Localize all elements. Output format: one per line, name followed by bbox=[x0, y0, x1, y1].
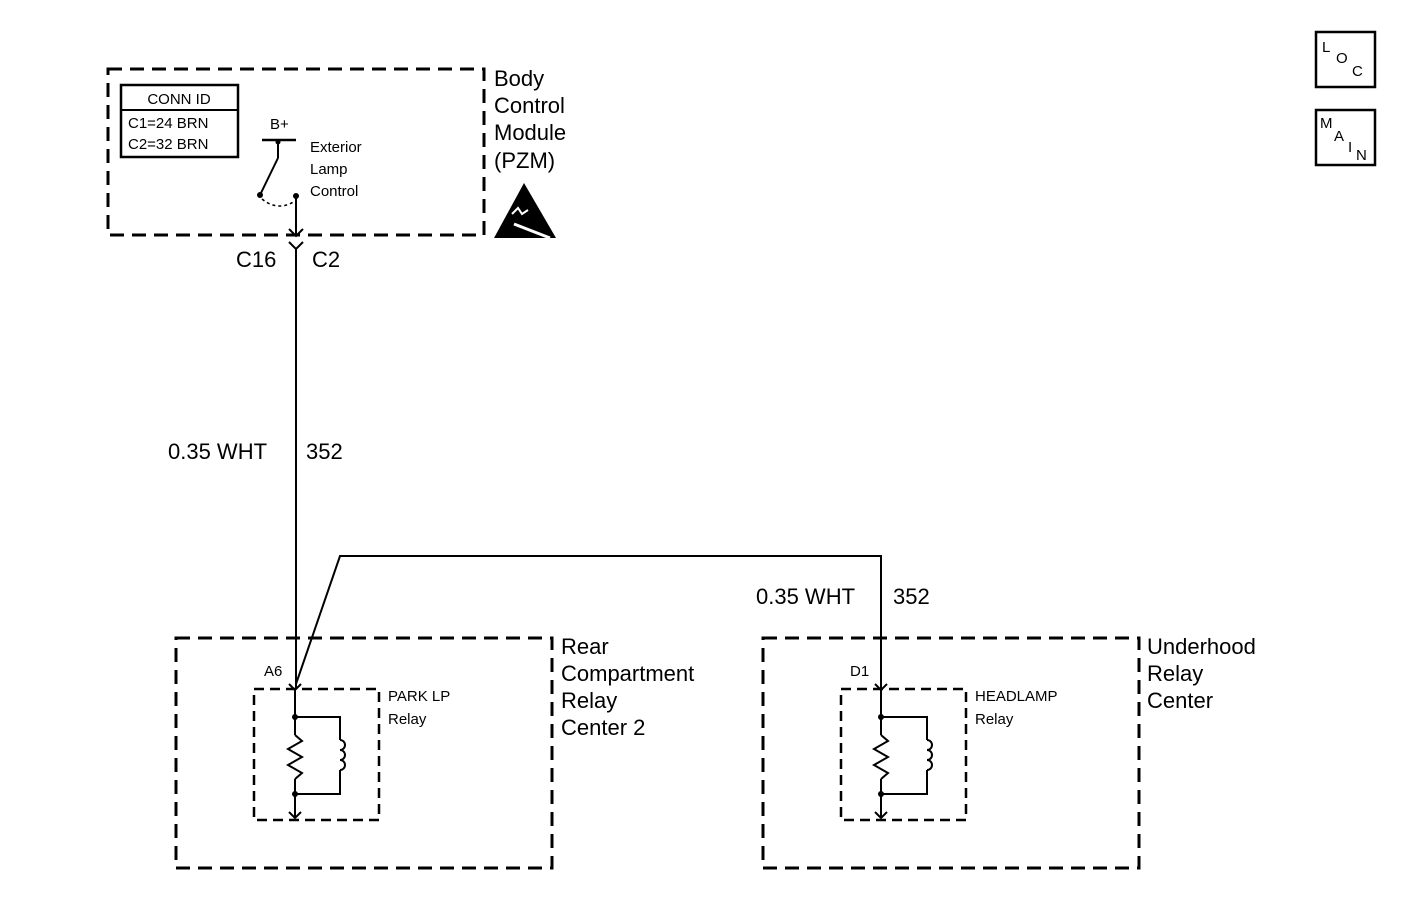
bcm-name-line-3: Module bbox=[494, 120, 566, 145]
branch-wire-gauge-color: 0.35 WHT bbox=[756, 584, 855, 609]
switch-label-line-1: Exterior bbox=[310, 139, 362, 156]
underhood-pin-label: D1 bbox=[850, 663, 869, 680]
switch-label-line-2: Lamp bbox=[310, 161, 348, 178]
bcm-name-line-4: (PZM) bbox=[494, 148, 555, 173]
bcm-pin-label: C16 bbox=[236, 247, 276, 272]
main-letter-1: M bbox=[1320, 115, 1333, 132]
underhood-name-line-1: Underhood bbox=[1147, 634, 1256, 659]
main-letter-4: N bbox=[1356, 147, 1367, 164]
supply-label: B+ bbox=[270, 116, 289, 133]
loc-letter-3: C bbox=[1352, 63, 1363, 80]
main-letter-2: A bbox=[1334, 128, 1344, 145]
rear-center-name-line-1: Rear bbox=[561, 634, 609, 659]
rear-center-name-line-3: Relay bbox=[561, 688, 617, 713]
bcm-name-line-1: Body bbox=[494, 66, 544, 91]
switch-label-line-3: Control bbox=[310, 183, 358, 200]
main-wire-circuit: 352 bbox=[306, 439, 343, 464]
rear-center-pin-label: A6 bbox=[264, 663, 282, 680]
body-control-module: Body Control Module (PZM) CONN ID C1=24 … bbox=[106, 66, 566, 272]
main-button[interactable]: M A I N bbox=[1314, 108, 1377, 167]
bcm-name-line-2: Control bbox=[494, 93, 565, 118]
headlamp-relay: HEADLAMP Relay bbox=[839, 683, 1058, 822]
bcm-connector-label: C2 bbox=[312, 247, 340, 272]
loc-button[interactable]: L O C bbox=[1314, 30, 1377, 89]
conn-id-title: CONN ID bbox=[147, 91, 211, 108]
branch-wire-circuit: 352 bbox=[893, 584, 930, 609]
rear-center-name-line-2: Compartment bbox=[561, 661, 694, 686]
park-relay-label-line-1: PARK LP bbox=[388, 688, 450, 705]
park-lamp-relay: PARK LP Relay bbox=[252, 683, 450, 822]
headlamp-relay-label-line-1: HEADLAMP bbox=[975, 688, 1058, 705]
conn-id-table: CONN ID C1=24 BRN C2=32 BRN bbox=[119, 83, 240, 159]
branch-wire: 0.35 WHT 352 bbox=[295, 555, 930, 688]
loc-letter-1: L bbox=[1322, 39, 1330, 56]
exterior-lamp-control-switch: B+ Exterior Lamp Control bbox=[257, 116, 362, 235]
conn-id-row-2: C2=32 BRN bbox=[128, 136, 208, 153]
park-relay-label-line-2: Relay bbox=[388, 711, 427, 728]
main-wire-gauge-color: 0.35 WHT bbox=[168, 439, 267, 464]
esd-warning-icon bbox=[494, 183, 556, 240]
loc-letter-2: O bbox=[1336, 50, 1348, 67]
main-wire: 0.35 WHT 352 bbox=[168, 249, 343, 688]
main-letter-3: I bbox=[1348, 139, 1352, 156]
underhood-name-line-3: Center bbox=[1147, 688, 1213, 713]
underhood-name-line-2: Relay bbox=[1147, 661, 1203, 686]
conn-id-row-1: C1=24 BRN bbox=[128, 115, 208, 132]
rear-compartment-relay-center: Rear Compartment Relay Center 2 A6 PARK … bbox=[174, 634, 694, 870]
headlamp-relay-label-line-2: Relay bbox=[975, 711, 1014, 728]
rear-center-name-line-4: Center 2 bbox=[561, 715, 645, 740]
underhood-relay-center: Underhood Relay Center D1 HEADLAMP Relay bbox=[761, 634, 1256, 870]
